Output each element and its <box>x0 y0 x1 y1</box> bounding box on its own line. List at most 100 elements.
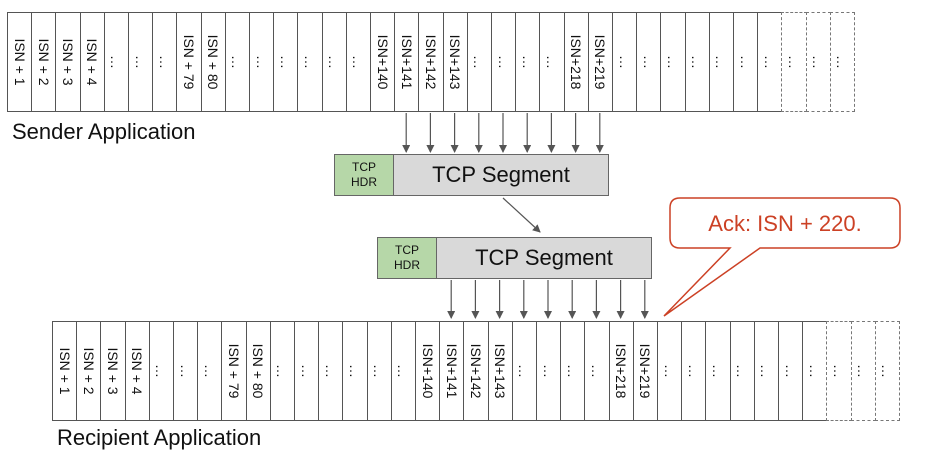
recipient-byte-label: … <box>346 364 363 378</box>
sender-byte-cell: ISN+141 <box>394 12 420 112</box>
sender-byte-cell: … <box>829 12 855 112</box>
sender-byte-label: ISN + 2 <box>35 38 52 86</box>
ack-callout-text: Ack: ISN + 220. <box>708 211 862 236</box>
recipient-byte-label: … <box>830 364 847 378</box>
sender-byte-cell: … <box>491 12 517 112</box>
sender-byte-cell: … <box>684 12 710 112</box>
recipient-byte-label: … <box>782 364 799 378</box>
recipient-byte-cell: … <box>197 321 223 421</box>
sender-byte-label: ISN + 3 <box>59 38 76 86</box>
sender-byte-cell: … <box>297 12 323 112</box>
sender-byte-cell: … <box>345 12 371 112</box>
recipient-byte-label: ISN+141 <box>443 343 460 399</box>
sender-byte-label: ISN+143 <box>447 34 464 90</box>
recipient-byte-label: ISN + 4 <box>129 347 146 395</box>
sender-byte-cell: … <box>636 12 662 112</box>
recipient-byte-cell: … <box>390 321 416 421</box>
recipient-byte-label: … <box>758 364 775 378</box>
sender-byte-cell: … <box>539 12 565 112</box>
sender-byte-label: … <box>689 55 706 69</box>
sender-byte-cell: ISN + 2 <box>31 12 57 112</box>
recipient-byte-label: … <box>322 364 339 378</box>
recipient-byte-label: ISN+140 <box>419 343 436 399</box>
recipient-byte-cell: … <box>778 321 804 421</box>
recipient-byte-cell: … <box>874 321 900 421</box>
recipient-byte-label: … <box>371 364 388 378</box>
sender-byte-cell: … <box>152 12 178 112</box>
recipient-byte-label: … <box>879 364 896 378</box>
recipient-byte-cell: ISN + 3 <box>100 321 126 421</box>
recipient-byte-cell: … <box>173 321 199 421</box>
recipient-byte-cell: … <box>826 321 852 421</box>
recipient-byte-label: … <box>661 364 678 378</box>
sender-byte-label: … <box>785 55 802 69</box>
sender-byte-label: … <box>810 55 827 69</box>
sender-byte-cell: ISN + 4 <box>79 12 105 112</box>
recipient-byte-cell: ISN + 80 <box>245 321 271 421</box>
sender-byte-cell: ISN+219 <box>587 12 613 112</box>
sender-byte-label: … <box>664 55 681 69</box>
recipient-byte-cell: … <box>366 321 392 421</box>
recipient-byte-label: … <box>298 364 315 378</box>
sender-byte-cell: … <box>515 12 541 112</box>
recipient-byte-label: … <box>274 364 291 378</box>
recipient-byte-cell: … <box>269 321 295 421</box>
recipient-byte-label: … <box>855 364 872 378</box>
sender-byte-cell: … <box>273 12 299 112</box>
sender-byte-cell: … <box>660 12 686 112</box>
sender-byte-label: ISN+142 <box>422 34 439 90</box>
recipient-byte-cell: … <box>294 321 320 421</box>
recipient-byte-cell: ISN+219 <box>632 321 658 421</box>
recipient-byte-cell: … <box>729 321 755 421</box>
sender-byte-label: ISN + 79 <box>180 34 197 90</box>
sender-byte-label: … <box>519 55 536 69</box>
recipient-byte-cell: ISN+143 <box>487 321 513 421</box>
sender-byte-label: … <box>301 55 318 69</box>
recipient-byte-label: ISN + 79 <box>225 343 242 399</box>
recipient-byte-label: … <box>685 364 702 378</box>
recipient-byte-cell: ISN+142 <box>463 321 489 421</box>
recipient-byte-label: ISN + 1 <box>56 347 73 395</box>
recipient-byte-cell: ISN + 2 <box>76 321 102 421</box>
sender-byte-cell: ISN+143 <box>442 12 468 112</box>
sender-byte-label: ISN+218 <box>568 34 585 90</box>
sender-byte-label: … <box>326 55 343 69</box>
recipient-byte-cell: ISN + 79 <box>221 321 247 421</box>
recipient-byte-label: ISN+218 <box>613 343 630 399</box>
sender-byte-cell: … <box>321 12 347 112</box>
recipient-byte-cell: … <box>511 321 537 421</box>
sender-tcp-segment-body: TCP Segment <box>394 154 609 196</box>
recipient-byte-cell: … <box>536 321 562 421</box>
sender-byte-label: … <box>350 55 367 69</box>
sender-byte-label: … <box>253 55 270 69</box>
recipient-byte-cell: … <box>560 321 586 421</box>
recipient-byte-cell: … <box>705 321 731 421</box>
recipient-byte-cell: ISN + 4 <box>124 321 150 421</box>
recipient-application-label: Recipient Application <box>57 425 262 450</box>
sender-byte-label: … <box>713 55 730 69</box>
sender-byte-cell: … <box>249 12 275 112</box>
sender-byte-cell: … <box>466 12 492 112</box>
recipient-byte-label: … <box>709 364 726 378</box>
sender-byte-label: ISN+219 <box>592 34 609 90</box>
sender-byte-cell: … <box>757 12 783 112</box>
sender-byte-cell: ISN+218 <box>563 12 589 112</box>
sender-byte-cell: … <box>103 12 129 112</box>
recipient-byte-label: ISN + 3 <box>104 347 121 395</box>
recipient-byte-label: ISN+142 <box>467 343 484 399</box>
recipient-byte-cell: … <box>584 321 610 421</box>
recipient-byte-cell: … <box>802 321 828 421</box>
recipient-byte-label: ISN + 2 <box>80 347 97 395</box>
recipient-byte-label: … <box>588 364 605 378</box>
recipient-byte-label: … <box>540 364 557 378</box>
sender-byte-label: ISN + 80 <box>205 34 222 90</box>
recipient-byte-label: … <box>564 364 581 378</box>
sender-byte-label: … <box>761 55 778 69</box>
sender-byte-label: … <box>640 55 657 69</box>
recipient-byte-cell: … <box>657 321 683 421</box>
recipient-byte-cell: … <box>753 321 779 421</box>
recipient-byte-label: … <box>395 364 412 378</box>
